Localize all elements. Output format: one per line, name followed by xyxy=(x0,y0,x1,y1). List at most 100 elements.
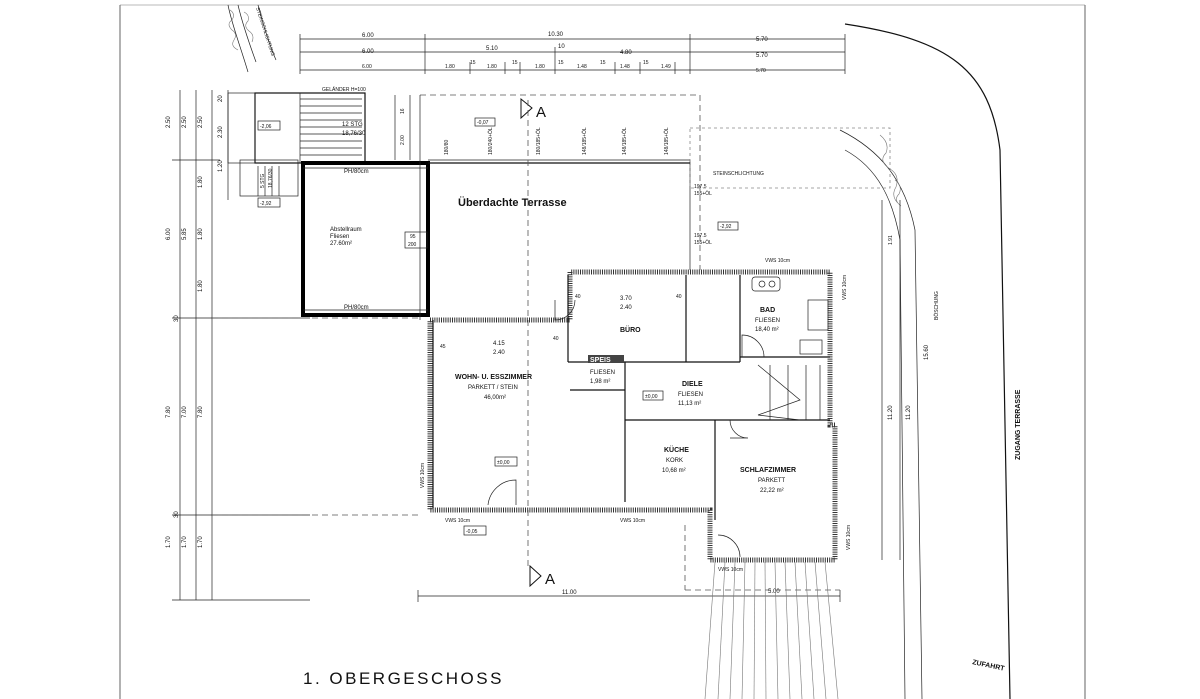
door-200: 200 xyxy=(408,242,417,248)
dim-left-s2: 2.30 xyxy=(218,126,224,138)
vws-bottom-mid: VWS 10cm xyxy=(620,518,645,524)
schlafzimmer-area: 22,22 m² xyxy=(760,488,784,494)
dim-top-2-3: 10 xyxy=(558,44,565,50)
misc-155b: 155+ÖL xyxy=(694,239,712,246)
level-terrace: -0,07 xyxy=(477,120,489,126)
diele-label: DIELE xyxy=(682,381,703,388)
opening-4: 148/185+ÖL xyxy=(581,127,588,155)
dim-left-o3: 7.80 xyxy=(166,406,172,418)
zufahrt-label: ZUFAHRT xyxy=(972,659,1006,673)
misc-155a: 155+ÖL xyxy=(694,190,712,197)
dim-left-s5: 30 xyxy=(174,511,180,518)
page-frame xyxy=(119,4,1086,699)
dim-left-o4: 1.70 xyxy=(166,536,172,548)
bad-floor: FLIESEN xyxy=(755,318,780,324)
vws-bottom-left: VWS 10cm xyxy=(445,518,470,524)
level-stair-top: -2,06 xyxy=(260,124,272,130)
dim-top-3-12: 1.49 xyxy=(661,64,671,70)
stairs-dim: 18,76/30 xyxy=(342,131,366,137)
dim-top-3-7: 15 xyxy=(558,60,564,66)
dim-top-3-3: 15 xyxy=(470,60,476,66)
level-entry: -0,05 xyxy=(466,529,478,535)
dim-bottom-2: 5.00 xyxy=(768,589,780,595)
misc-197a: 197.5 xyxy=(694,184,707,190)
wohnen-dim-45: 40 xyxy=(553,336,559,342)
dim-bottom-1: 11.00 xyxy=(562,590,577,596)
bad-label: BAD xyxy=(760,307,775,314)
abstellraum-area: 27.60m² xyxy=(330,241,352,247)
terrace: Überdachte Terrasse -0,07 180/80 180/240… xyxy=(419,94,739,320)
level-stair-bottom: -2,92 xyxy=(260,201,272,207)
stair-area: GELÄNDER H=100 12 STG 18,76/30 5 STG 18,… xyxy=(227,86,411,208)
diele-area: 11,13 m² xyxy=(678,401,701,407)
wohnen-area: 46,00m² xyxy=(484,395,506,401)
dim-right-2: 11.20 xyxy=(906,405,912,420)
stairs-count: 12 STG xyxy=(342,122,363,128)
steinschlichtung-top-label: STEINSCHLICHTUNG xyxy=(254,7,275,57)
dim-top-3-13: 5.70 xyxy=(756,68,766,74)
dim-left-i4: 1.80 xyxy=(198,280,204,292)
zugang-label: ZUGANG TERRASSE xyxy=(1015,389,1022,460)
dim-left-i1: 2.50 xyxy=(198,116,204,128)
dim-top-3-2: 1.80 xyxy=(445,64,455,70)
dim-left-i2: 1.80 xyxy=(198,176,204,188)
section-a-bottom: A xyxy=(545,571,555,588)
section-a-top: A xyxy=(536,104,546,121)
door-95: 95 xyxy=(410,234,416,240)
dim-top-3-5: 15 xyxy=(512,60,518,66)
terrace-label: Überdachte Terrasse xyxy=(458,196,567,209)
dim-16: 16 xyxy=(400,108,406,114)
buero-dim-1: 3.70 xyxy=(620,296,632,302)
page-title: 1. OBERGESCHOSS xyxy=(303,669,504,688)
right-retaining-wall: STEINSCHLICHTUNG BÖSCHUNG ZUGANG TERRASS… xyxy=(689,23,1022,699)
buero-label: BÜRO xyxy=(620,325,641,334)
dim-top-3-6: 1.80 xyxy=(535,64,545,70)
dim-left-o1: 2.50 xyxy=(166,116,172,128)
dim-right-4: 1.91 xyxy=(888,235,894,245)
top-dimensions: 6.00 10.30 5.70 6.00 5.10 10 4.80 5.70 6… xyxy=(299,32,846,74)
dim-left-m2: 5.85 xyxy=(182,228,188,240)
vws-bottom-right: VWS 10cm xyxy=(718,567,743,573)
dim-top-1-2: 10.30 xyxy=(548,32,564,38)
stg5-label: 5 STG xyxy=(260,173,266,188)
driveway-stripes xyxy=(704,561,839,699)
diele-floor: FLIESEN xyxy=(678,392,703,398)
level-wohnen: ±0,00 xyxy=(497,460,510,466)
speis-label: SPEIS xyxy=(590,357,611,364)
kueche-floor: KORK xyxy=(666,458,683,464)
kueche-area: 10,68 m² xyxy=(662,468,686,474)
vws-right-top: VWS 10cm xyxy=(842,275,848,300)
section-markers: A A xyxy=(520,97,555,588)
dim-top-2-2: 5.10 xyxy=(486,46,498,52)
doors xyxy=(487,299,821,558)
dim-top-2-5: 5.70 xyxy=(756,53,768,59)
room-labels: 40 40 3.70 2.40 BÜRO BAD FLIESEN 18,40 m… xyxy=(420,258,852,573)
vws-top: VWS 10cm xyxy=(765,258,790,264)
dim-left-m1: 2.50 xyxy=(182,116,188,128)
dim-top-2-1: 6.00 xyxy=(362,49,374,55)
dim-top-3-8: 1.48 xyxy=(577,64,587,70)
dim-right-1: 11.20 xyxy=(888,405,894,420)
room-abstellraum: PH/80cm PH/80cm Abstellraum Fliesen 27.6… xyxy=(301,161,430,317)
dim-left-i3: 1.80 xyxy=(198,228,204,240)
schlafzimmer-label: SCHLAFZIMMER xyxy=(740,467,796,474)
abstellraum-floor: Fliesen xyxy=(330,234,349,240)
dim-left-s3: 1.20 xyxy=(218,160,224,172)
house-walls xyxy=(427,269,838,563)
dim-right-3: 15.60 xyxy=(924,344,930,360)
dim-top-1-3: 5.70 xyxy=(756,37,768,43)
dim-top-3-9: 15 xyxy=(600,60,606,66)
level-right: -2,92 xyxy=(720,224,732,230)
dim-top-3-10: 1.48 xyxy=(620,64,630,70)
wohnen-floor: PARKETT / STEIN xyxy=(468,385,518,391)
buero-dim-40: 40 xyxy=(575,294,581,300)
dim-left-i6: 1.70 xyxy=(198,536,204,548)
gelaender-label: GELÄNDER H=100 xyxy=(322,86,366,93)
wohnen-label: WOHN- U. ESSZIMMER xyxy=(455,374,532,381)
dim-top-3-4: 1.80 xyxy=(487,64,497,70)
misc-197b: 197.5 xyxy=(694,233,707,239)
dim-left-i5: 7.80 xyxy=(198,406,204,418)
kueche-label: KÜCHE xyxy=(664,445,689,454)
dim-left-o2: 6.00 xyxy=(166,228,172,240)
